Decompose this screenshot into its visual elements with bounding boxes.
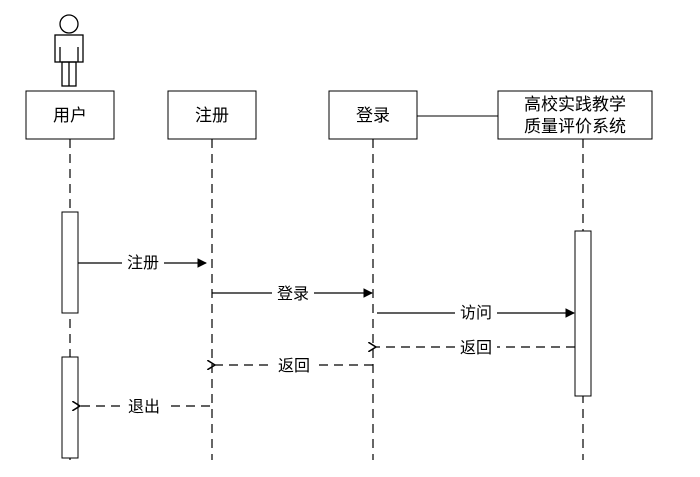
activation-bar-user-1 (61, 211, 79, 314)
participant-system-box (497, 90, 653, 140)
message-label-bg-3 (455, 301, 497, 323)
message-label-return-login: 返回 (460, 338, 492, 357)
message-label-register: 注册 (127, 253, 159, 272)
message-label-bg-6 (122, 395, 166, 417)
participant-login-box (328, 90, 418, 140)
message-label-bg-5 (273, 354, 315, 376)
message-label-return-register: 返回 (278, 356, 310, 375)
participant-login-label: 登录 (356, 106, 390, 126)
participant-system-label-line1: 高校实践教学 (524, 95, 626, 115)
message-label-login: 登录 (277, 284, 309, 303)
activation-bar-user-2 (61, 356, 79, 459)
message-label-bg-1 (122, 251, 164, 273)
participant-user-box (25, 90, 115, 140)
lifelines (69, 139, 584, 460)
message-label-bg-4 (455, 336, 497, 358)
message-label-bg-2 (272, 282, 314, 304)
participant-system-label-line2: 质量评价系统 (524, 117, 626, 137)
activation-bar-system (574, 230, 592, 397)
message-label-access: 访问 (460, 303, 492, 322)
participant-user-label: 用户 (53, 106, 87, 126)
participant-register-box (167, 90, 257, 140)
participant-register-label: 注册 (195, 106, 229, 126)
actor-person-icon (54, 14, 84, 87)
message-label-exit: 退出 (128, 397, 160, 416)
